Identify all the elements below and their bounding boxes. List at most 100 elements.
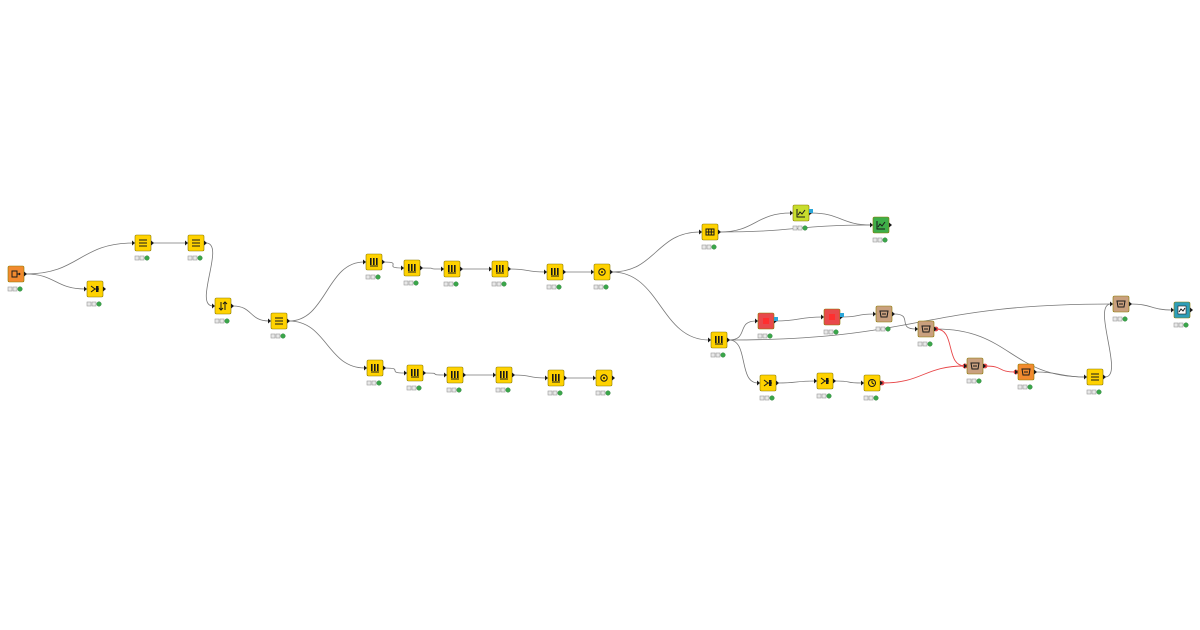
output-port[interactable] bbox=[1034, 369, 1037, 375]
node-n24[interactable] bbox=[821, 308, 844, 335]
connection-n32-n34[interactable] bbox=[1130, 303, 1173, 311]
input-port[interactable] bbox=[873, 311, 876, 317]
node-n10[interactable] bbox=[489, 260, 511, 287]
output-port[interactable] bbox=[103, 286, 106, 292]
input-port[interactable] bbox=[404, 370, 407, 376]
output-port[interactable] bbox=[776, 380, 779, 386]
input-port[interactable] bbox=[593, 375, 596, 381]
connection-n5-n6[interactable] bbox=[232, 305, 270, 322]
node-n2[interactable] bbox=[84, 280, 106, 307]
connection-n33-n32[interactable] bbox=[1104, 303, 1112, 378]
flow-variable-port[interactable] bbox=[774, 317, 778, 321]
connection-n23-n24[interactable] bbox=[775, 316, 823, 322]
node-n15[interactable] bbox=[444, 366, 466, 393]
output-port[interactable] bbox=[934, 326, 937, 332]
model-connection-n26-n27[interactable] bbox=[935, 328, 966, 367]
input-port[interactable] bbox=[708, 337, 711, 343]
input-port[interactable] bbox=[212, 303, 215, 309]
output-port[interactable] bbox=[833, 378, 836, 384]
connection-n13-n14[interactable] bbox=[384, 367, 406, 374]
input-port[interactable] bbox=[545, 375, 548, 381]
node-n9[interactable] bbox=[441, 260, 463, 287]
node-body[interactable] bbox=[7, 265, 25, 283]
input-port[interactable] bbox=[1171, 307, 1174, 313]
connection-n12-n22[interactable] bbox=[611, 271, 710, 341]
output-port[interactable] bbox=[563, 269, 566, 275]
node-n7[interactable] bbox=[363, 253, 385, 280]
input-port[interactable] bbox=[132, 240, 135, 246]
output-port[interactable] bbox=[880, 380, 883, 386]
output-port[interactable] bbox=[231, 303, 234, 309]
input-port[interactable] bbox=[444, 372, 447, 378]
input-port[interactable] bbox=[401, 265, 404, 271]
output-port[interactable] bbox=[1103, 374, 1106, 380]
input-port[interactable] bbox=[1110, 301, 1113, 307]
connection-n28-n33[interactable] bbox=[1035, 371, 1086, 378]
connection-n20-n21[interactable] bbox=[810, 212, 872, 226]
input-port[interactable] bbox=[493, 372, 496, 378]
node-n12[interactable] bbox=[591, 263, 613, 290]
output-port[interactable] bbox=[892, 311, 895, 317]
node-n28[interactable] bbox=[1015, 363, 1037, 390]
node-n19[interactable] bbox=[699, 223, 721, 250]
node-n22[interactable] bbox=[708, 331, 730, 358]
node-n6[interactable] bbox=[268, 312, 290, 339]
input-port[interactable] bbox=[185, 240, 188, 246]
node-n13[interactable] bbox=[364, 359, 386, 386]
input-port[interactable] bbox=[699, 229, 702, 235]
node-n32[interactable] bbox=[1110, 295, 1132, 322]
input-port[interactable] bbox=[84, 286, 87, 292]
node-n27[interactable] bbox=[964, 357, 986, 384]
input-port[interactable] bbox=[364, 365, 367, 371]
connection-n19-n20[interactable] bbox=[719, 212, 792, 233]
connection-n25-n26[interactable] bbox=[893, 313, 917, 330]
node-n34[interactable] bbox=[1171, 301, 1193, 328]
node-n31[interactable] bbox=[861, 374, 883, 401]
input-port[interactable] bbox=[489, 266, 492, 272]
node-n30[interactable] bbox=[814, 372, 836, 399]
input-port[interactable] bbox=[544, 269, 547, 275]
connection-n10-n11[interactable] bbox=[509, 268, 546, 273]
input-port[interactable] bbox=[363, 259, 366, 265]
model-connection-n31-n27[interactable] bbox=[881, 365, 966, 384]
input-port[interactable] bbox=[915, 326, 918, 332]
node-n5[interactable] bbox=[212, 297, 234, 324]
input-port[interactable] bbox=[591, 269, 594, 275]
connection-n1-n3[interactable] bbox=[25, 242, 134, 275]
node-n29[interactable] bbox=[757, 374, 779, 401]
input-port[interactable] bbox=[870, 222, 873, 228]
output-port[interactable] bbox=[512, 372, 515, 378]
output-port[interactable] bbox=[610, 269, 613, 275]
node-n23[interactable] bbox=[755, 312, 778, 339]
output-port[interactable] bbox=[460, 266, 463, 272]
connection-n24-n25[interactable] bbox=[841, 313, 875, 318]
input-port[interactable] bbox=[1015, 369, 1018, 375]
node-n18[interactable] bbox=[593, 369, 615, 396]
input-port[interactable] bbox=[757, 380, 760, 386]
flow-variable-port[interactable] bbox=[840, 313, 844, 317]
node-n3[interactable] bbox=[132, 234, 154, 261]
node-n20[interactable] bbox=[790, 204, 813, 231]
connection-n16-n17[interactable] bbox=[513, 374, 547, 379]
node-n4[interactable] bbox=[185, 234, 207, 261]
input-port[interactable] bbox=[964, 363, 967, 369]
input-port[interactable] bbox=[861, 380, 864, 386]
connection-n26-n33[interactable] bbox=[935, 328, 1086, 378]
connection-n29-n30[interactable] bbox=[777, 380, 816, 384]
input-port[interactable] bbox=[441, 266, 444, 272]
node-body[interactable] bbox=[214, 297, 232, 315]
output-port[interactable] bbox=[1190, 307, 1193, 313]
output-port[interactable] bbox=[508, 266, 511, 272]
connection-n12-n19[interactable] bbox=[611, 231, 701, 273]
output-port[interactable] bbox=[718, 229, 721, 235]
output-port[interactable] bbox=[382, 259, 385, 265]
node-n1[interactable] bbox=[7, 265, 27, 292]
node-n33[interactable] bbox=[1084, 368, 1106, 395]
input-port[interactable] bbox=[814, 378, 817, 384]
output-port[interactable] bbox=[612, 375, 615, 381]
node-n17[interactable] bbox=[545, 369, 567, 396]
node-n26[interactable] bbox=[915, 320, 937, 347]
connection-n6-n13[interactable] bbox=[288, 320, 366, 369]
output-port[interactable] bbox=[287, 318, 290, 324]
